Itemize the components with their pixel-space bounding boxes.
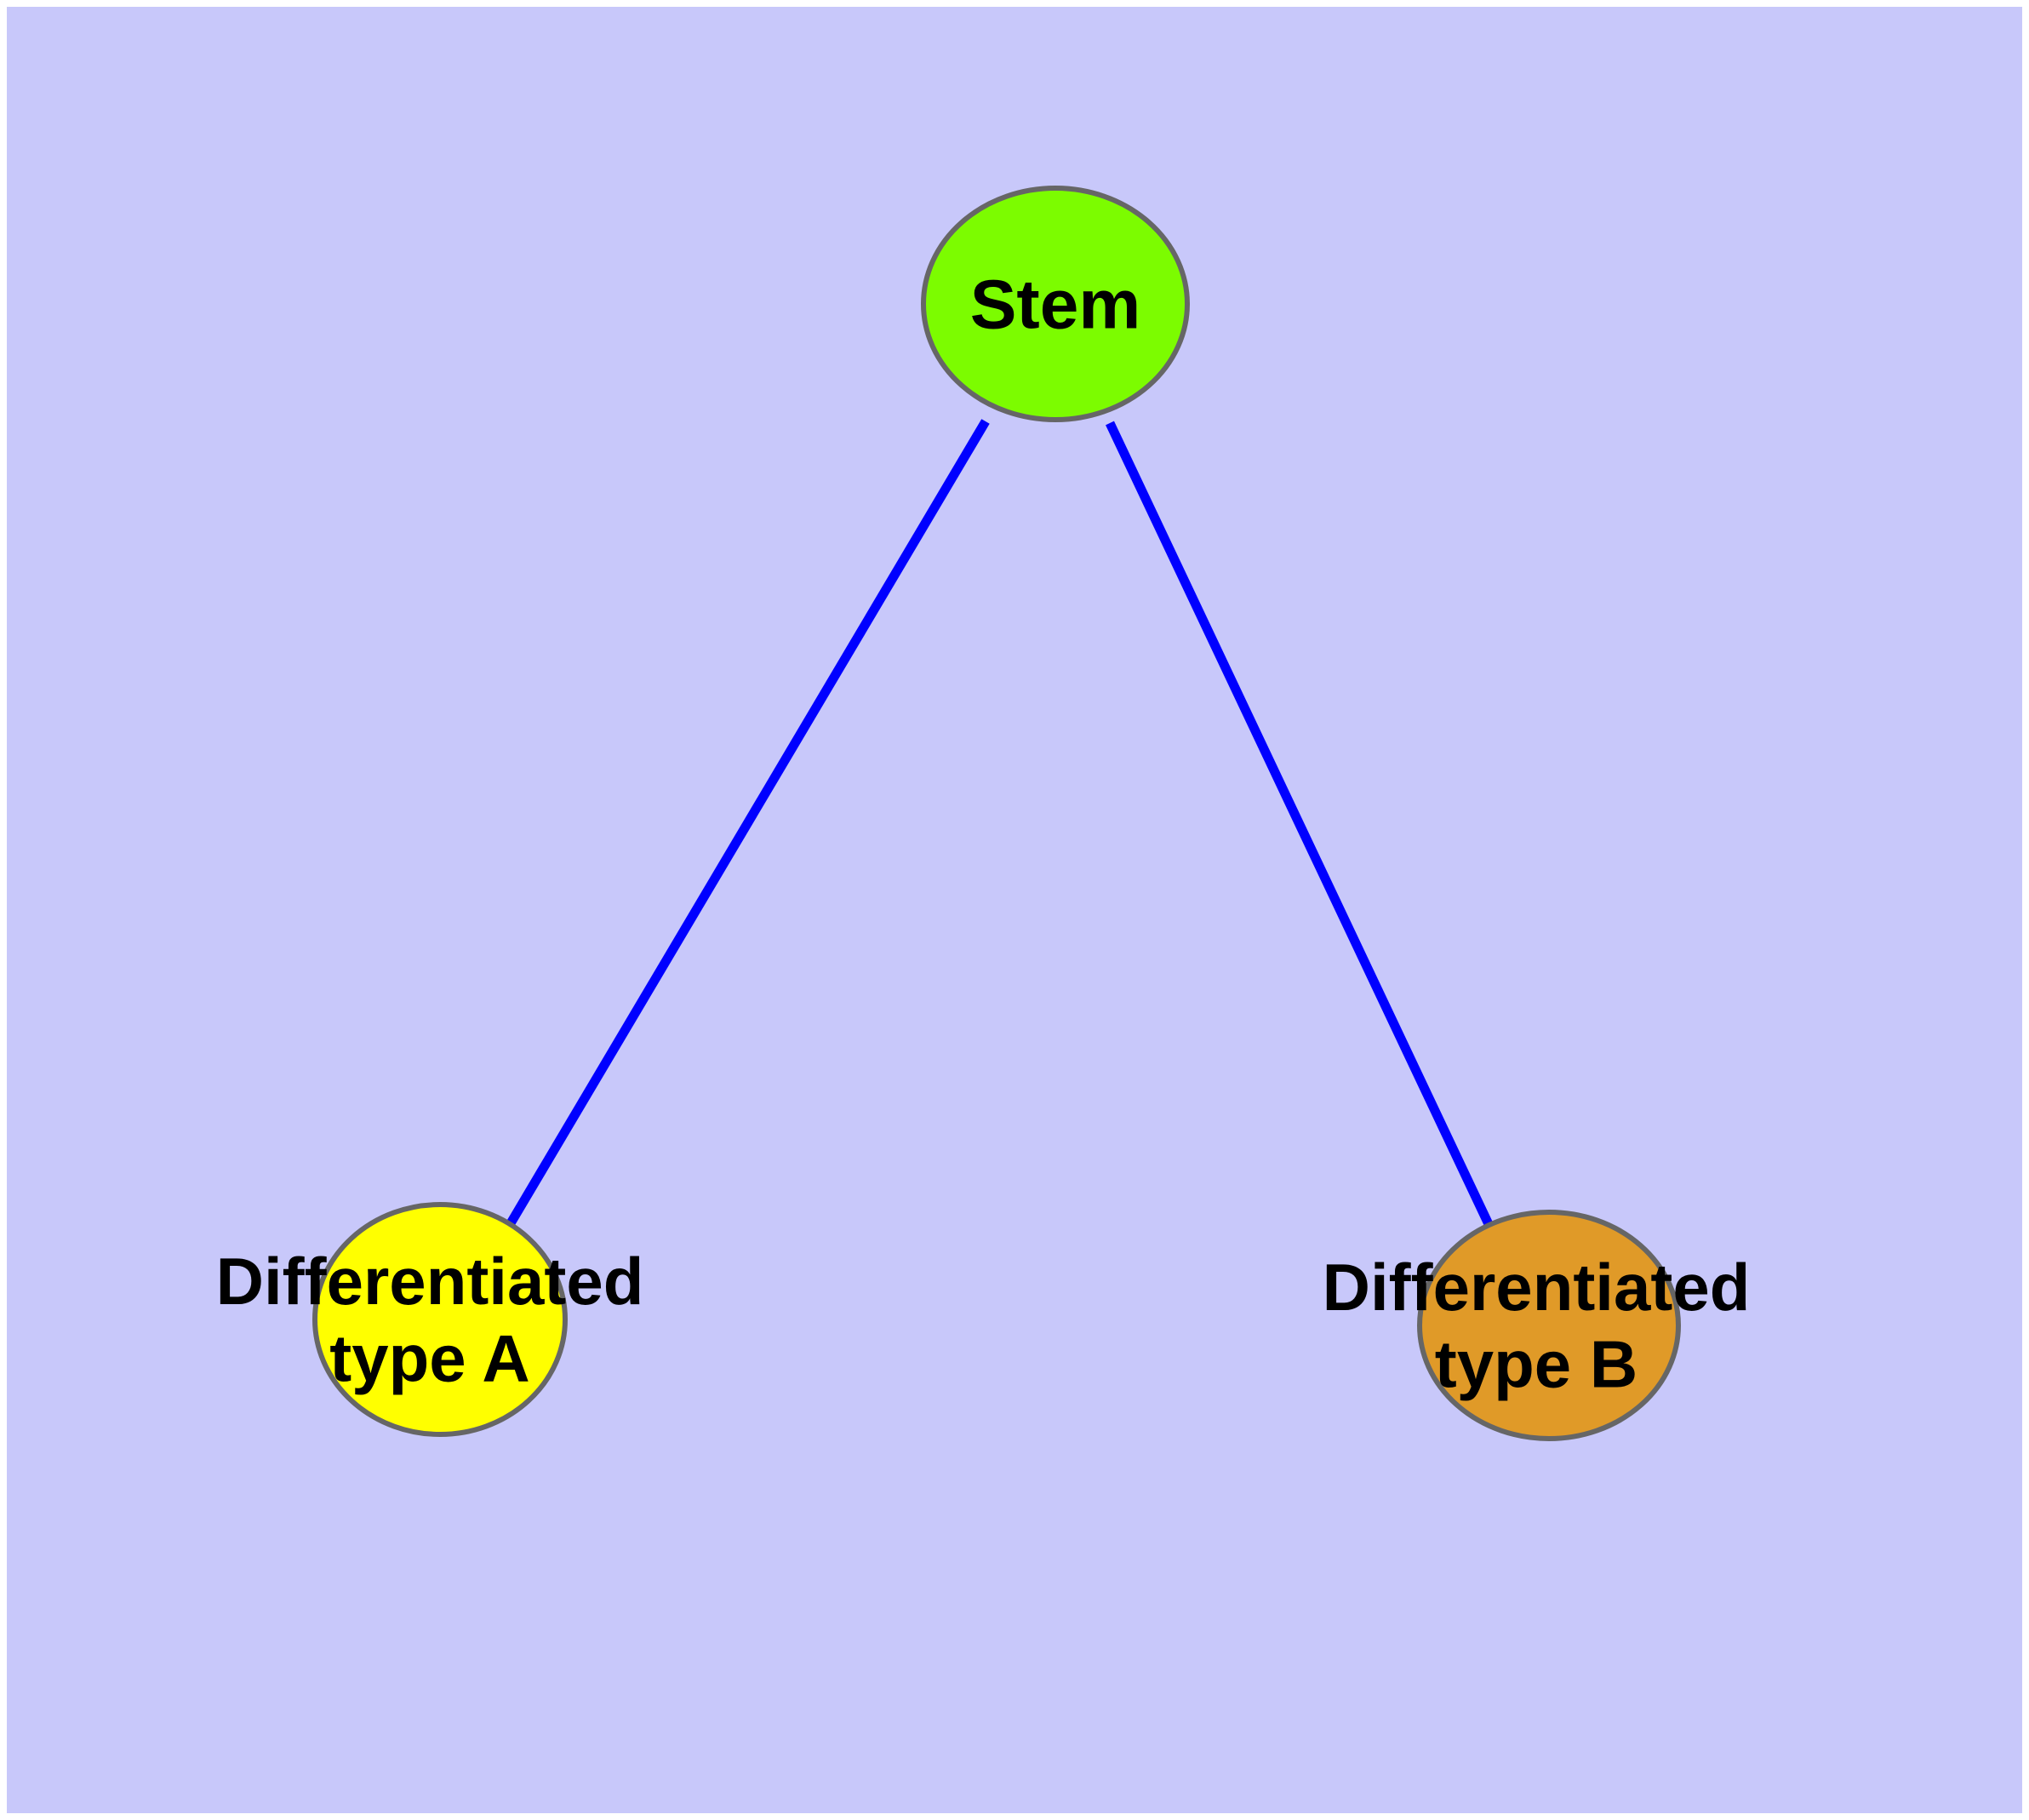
edge-stem-to-differentiated-type-b[interactable] bbox=[1106, 421, 1493, 1227]
edge-layer bbox=[506, 419, 1493, 1227]
node-differentiated-type-b-circle[interactable] bbox=[1417, 1210, 1681, 1441]
node-stem[interactable]: Stem bbox=[921, 186, 1190, 422]
node-stem-label: Stem bbox=[970, 266, 1141, 344]
node-stem-circle[interactable] bbox=[921, 186, 1190, 422]
node-differentiated-type-a-circle[interactable] bbox=[312, 1202, 568, 1437]
edge-stem-to-differentiated-type-a[interactable] bbox=[506, 419, 990, 1226]
